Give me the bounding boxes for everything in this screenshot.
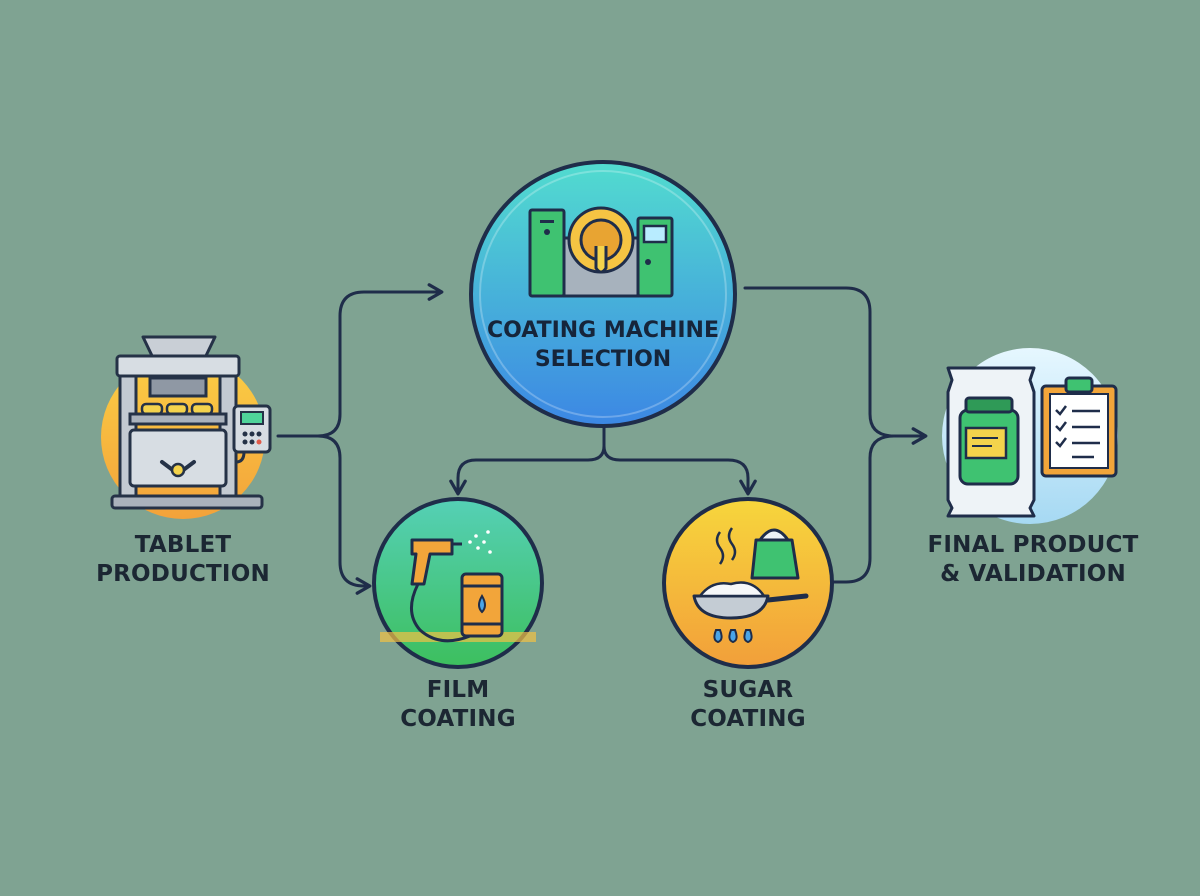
tablet-production-label: TABLET PRODUCTION <box>90 531 276 589</box>
connector-machine-to-final <box>743 286 928 445</box>
film-label-line1: FILM <box>426 677 490 703</box>
frying-pan-icon <box>692 527 809 644</box>
coating-machine-icon <box>528 206 674 298</box>
final-label-line2: & VALIDATION <box>940 561 1126 587</box>
machine-label-line2: SELECTION <box>534 347 672 372</box>
machine-label-line1: COATING MACHINE <box>487 318 719 343</box>
film-coating-label: FILM COATING <box>378 676 538 734</box>
film-coating-node <box>372 497 544 669</box>
coating-machine-label: COATING MACHINE SELECTION <box>473 316 733 374</box>
clipboard-checklist-icon <box>1040 376 1118 478</box>
final-product-label: FINAL PRODUCT & VALIDATION <box>926 531 1140 589</box>
sugar-label-line1: SUGAR <box>702 677 794 703</box>
connector-machine-to-sugar <box>602 444 757 496</box>
spray-gun-icon <box>410 530 504 643</box>
product-package-icon <box>946 366 1036 518</box>
connector-tablet-to-film <box>316 434 372 595</box>
tablet-label-line1: TABLET <box>134 532 232 558</box>
connector-sugar-to-final <box>831 434 896 584</box>
tablet-press-icon <box>101 335 272 519</box>
connector-machine-down <box>449 423 606 496</box>
film-label-line2: COATING <box>400 706 516 732</box>
tablet-label-line2: PRODUCTION <box>96 561 270 587</box>
sugar-label-line2: COATING <box>690 706 806 732</box>
final-label-line1: FINAL PRODUCT <box>927 532 1139 558</box>
connectors <box>276 283 928 595</box>
connector-tablet-split <box>276 283 444 438</box>
sugar-coating-label: SUGAR COATING <box>668 676 828 734</box>
